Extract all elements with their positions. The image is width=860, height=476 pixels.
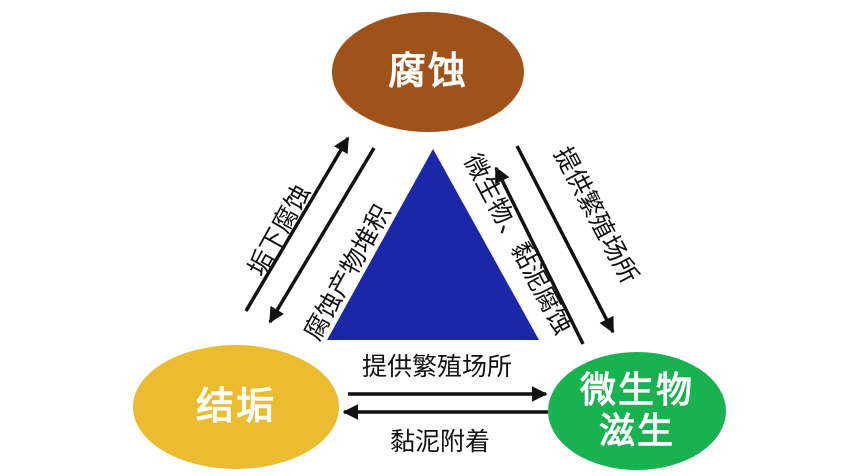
arrow-microbe-to-corrosion xyxy=(494,166,585,345)
edge-label-scale-to-microbe: 提供繁殖场所 xyxy=(362,352,513,381)
microbe-label-line1: 微生物 xyxy=(579,369,694,411)
arrow-corrosion-to-scale xyxy=(268,147,376,324)
corrosion-node: 腐蚀 xyxy=(332,12,524,132)
center-triangle xyxy=(327,149,539,340)
corrosion-label: 腐蚀 xyxy=(387,49,468,94)
scale-node: 结垢 xyxy=(133,345,339,469)
microbe-node: 微生物 滋生 xyxy=(548,352,726,470)
scale-label: 结垢 xyxy=(195,384,276,429)
edge-label-microbe-to-scale: 黏泥附着 xyxy=(390,427,491,456)
arrow-corrosion-to-microbe xyxy=(515,145,615,334)
microbe-label-line2: 滋生 xyxy=(598,411,675,452)
arrow-scale-to-corrosion xyxy=(244,136,350,312)
